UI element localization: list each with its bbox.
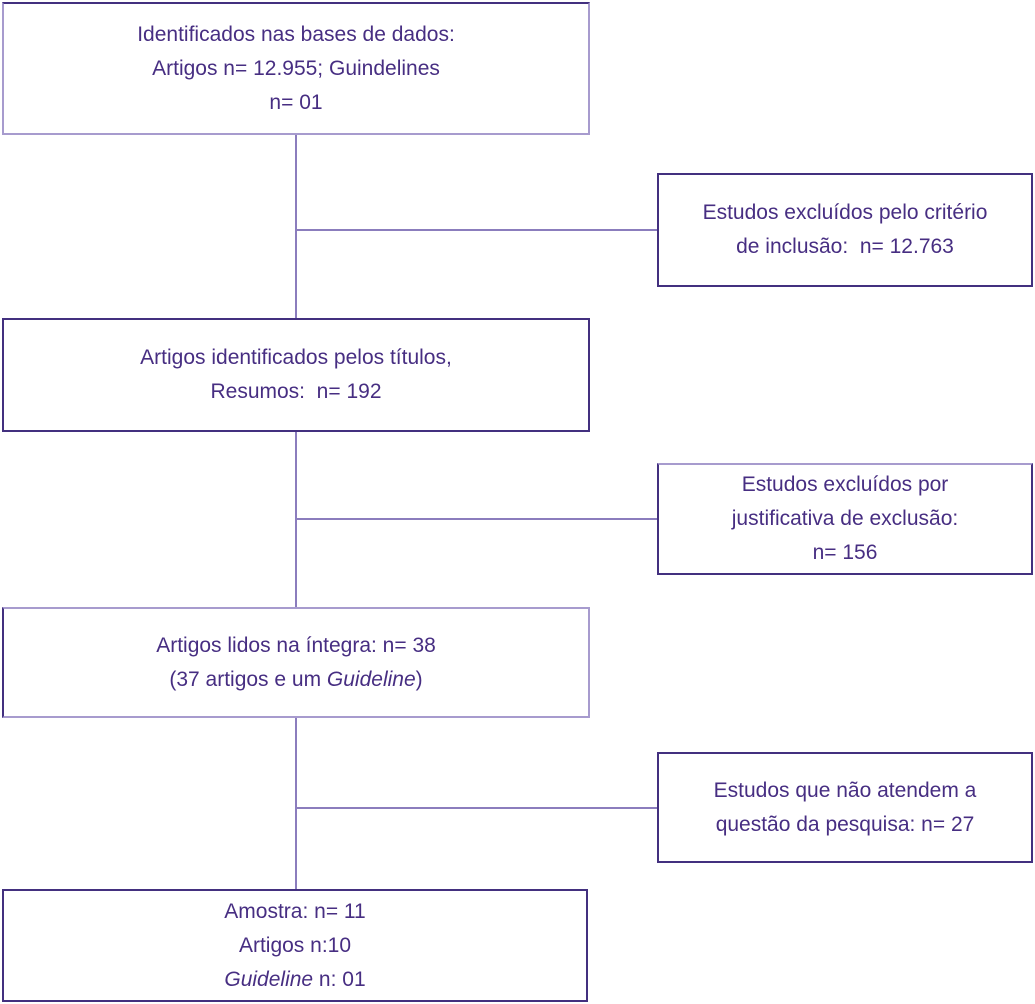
box-fulltext: Artigos lidos na íntegra: n= 38 (37 arti… (2, 607, 590, 718)
connector-vertical-3 (295, 718, 297, 889)
box-fulltext-line-2: (37 artigos e um Guideline) (169, 663, 422, 697)
connector-vertical-1 (295, 135, 297, 318)
box-identified-line-2: Artigos n= 12.955; Guindelines (152, 56, 440, 80)
box-excluded-research-question-line-1: Estudos que não atendem a (713, 778, 977, 802)
box-sample-line-1: Amostra: n= 11 (224, 899, 366, 923)
box-excluded-research-question-line-2: questão da pesquisa: n= 27 (715, 812, 975, 836)
box-excluded-justification: Estudos excluídos por justificativa de e… (657, 463, 1033, 575)
box-sample: Amostra: n= 11 Artigos n:10 Guideline n:… (2, 889, 588, 1002)
connector-horizontal-2 (296, 518, 657, 520)
box-titles-abstracts: Artigos identificados pelos títulos, Res… (2, 318, 590, 432)
connector-horizontal-3 (296, 807, 657, 809)
box-sample-line-2: Artigos n:10 (238, 933, 352, 957)
box-fulltext-line-1: Artigos lidos na íntegra: n= 38 (156, 633, 436, 657)
box-sample-line-3-italic: Guideline (224, 967, 314, 991)
connector-horizontal-1 (296, 229, 657, 231)
box-excluded-justification-line-2: justificativa de exclusão: (731, 507, 959, 530)
box-identified-line-1: Identificados nas bases de dados: (137, 22, 455, 46)
box-identified: Identificados nas bases de dados: Artigo… (2, 2, 590, 135)
box-excluded-justification-line-1: Estudos excluídos por (741, 473, 949, 496)
box-fulltext-line-2-suffix: ) (415, 667, 423, 691)
box-fulltext-line-2-italic: Guideline (326, 667, 416, 691)
box-sample-line-3-suffix: n: 01 (313, 967, 366, 991)
box-identified-line-3: n= 01 (269, 90, 323, 114)
box-excluded-inclusion-line-2: de inclusão: n= 12.763 (736, 235, 954, 258)
box-titles-abstracts-line-1: Artigos identificados pelos títulos, (140, 346, 452, 369)
box-excluded-inclusion-line-1: Estudos excluídos pelo critério (702, 201, 988, 224)
box-fulltext-line-2-prefix: (37 artigos e um (169, 667, 327, 691)
box-excluded-justification-line-3: n= 156 (812, 541, 878, 564)
box-excluded-inclusion-criteria: Estudos excluídos pelo critério de inclu… (657, 173, 1033, 287)
box-titles-abstracts-line-2: Resumos: n= 192 (210, 380, 382, 403)
box-excluded-research-question: Estudos que não atendem a questão da pes… (657, 752, 1033, 863)
box-sample-line-3: Guideline n: 01 (224, 963, 365, 997)
